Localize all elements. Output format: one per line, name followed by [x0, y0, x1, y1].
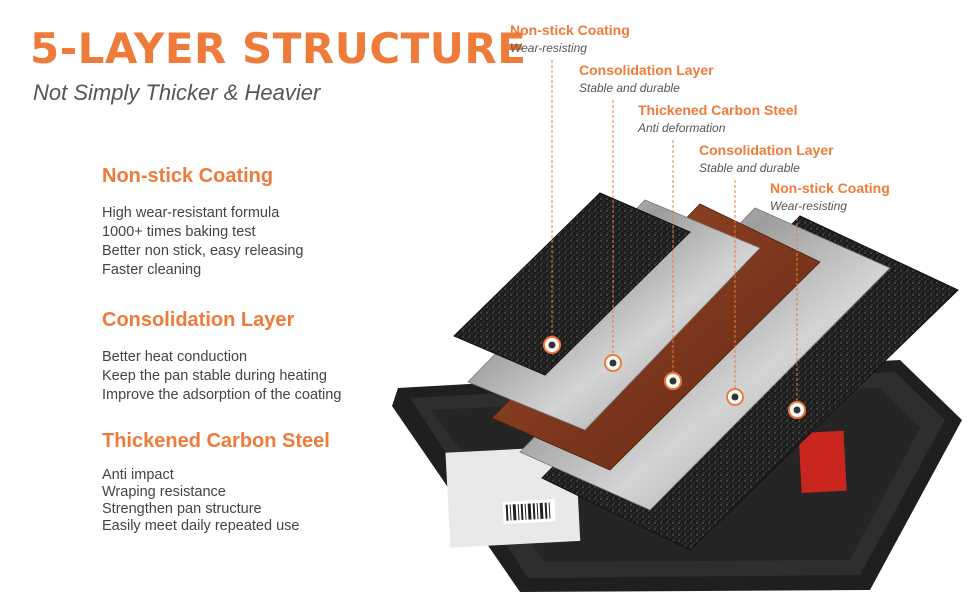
layer-label-non-stick-coating-top: Non-stick Coating Wear-resisting [510, 22, 630, 55]
target-marker-icon [664, 372, 682, 390]
feature-line: Anti impact [102, 467, 174, 483]
feature-line: Wraping resistance [102, 484, 226, 500]
feature-thickened-carbon-steel: Thickened Carbon Steel Anti impact Wrapi… [102, 430, 330, 535]
pan-red-tag [798, 430, 847, 494]
feature-heading: Non-stick Coating [102, 165, 274, 187]
feature-line: 1000+ times baking test [102, 224, 256, 240]
feature-consolidation-layer: Consolidation Layer Better heat conducti… [102, 309, 341, 405]
feature-non-stick-coating: Non-stick Coating High wear-resistant fo… [102, 165, 304, 280]
layer-label-title: Non-stick Coating [510, 22, 630, 38]
layer-top-coating [453, 192, 691, 376]
feature-line: High wear-resistant formula [102, 205, 280, 221]
layer-label-sub: Wear-resisting [770, 199, 847, 213]
feature-line: Improve the adsorption of the coating [102, 387, 342, 403]
layer-label-sub: Stable and durable [579, 81, 680, 95]
layer-label-sub: Wear-resisting [510, 41, 587, 55]
feature-line: Easily meet daily repeated use [102, 518, 300, 534]
barcode-icon [502, 499, 556, 524]
layer-label-non-stick-coating-bottom: Non-stick Coating Wear-resisting [770, 180, 890, 213]
layer-label-title: Consolidation Layer [579, 62, 714, 78]
target-marker-icon [543, 336, 561, 354]
feature-line: Better non stick, easy releasing [102, 243, 304, 259]
layer-label-carbon-steel: Thickened Carbon Steel Anti deformation [638, 102, 797, 135]
target-marker-icon [726, 388, 744, 406]
feature-line: Keep the pan stable during heating [102, 368, 327, 384]
layer-label-title: Thickened Carbon Steel [638, 102, 798, 118]
feature-line: Better heat conduction [102, 349, 248, 365]
target-marker-icon [604, 354, 622, 372]
feature-line: Strengthen pan structure [102, 501, 262, 517]
layer-label-consolidation-upper: Consolidation Layer Stable and durable [579, 62, 714, 95]
feature-heading: Thickened Carbon Steel [102, 430, 330, 452]
page-title: 5-LAYER STRUCTURE [30, 24, 527, 73]
layer-label-consolidation-lower: Consolidation Layer Stable and durable [699, 142, 834, 175]
layer-label-title: Consolidation Layer [699, 142, 834, 158]
layer-label-sub: Stable and durable [699, 161, 800, 175]
feature-line: Faster cleaning [102, 262, 202, 278]
leader-lines [551, 60, 798, 406]
layer-label-sub: Anti deformation [638, 121, 726, 135]
pan-label-card [445, 445, 581, 548]
target-marker-icon [788, 401, 806, 419]
page-subtitle: Not Simply Thicker & Heavier [33, 80, 321, 105]
layer-label-title: Non-stick Coating [770, 180, 890, 196]
feature-heading: Consolidation Layer [102, 309, 295, 331]
